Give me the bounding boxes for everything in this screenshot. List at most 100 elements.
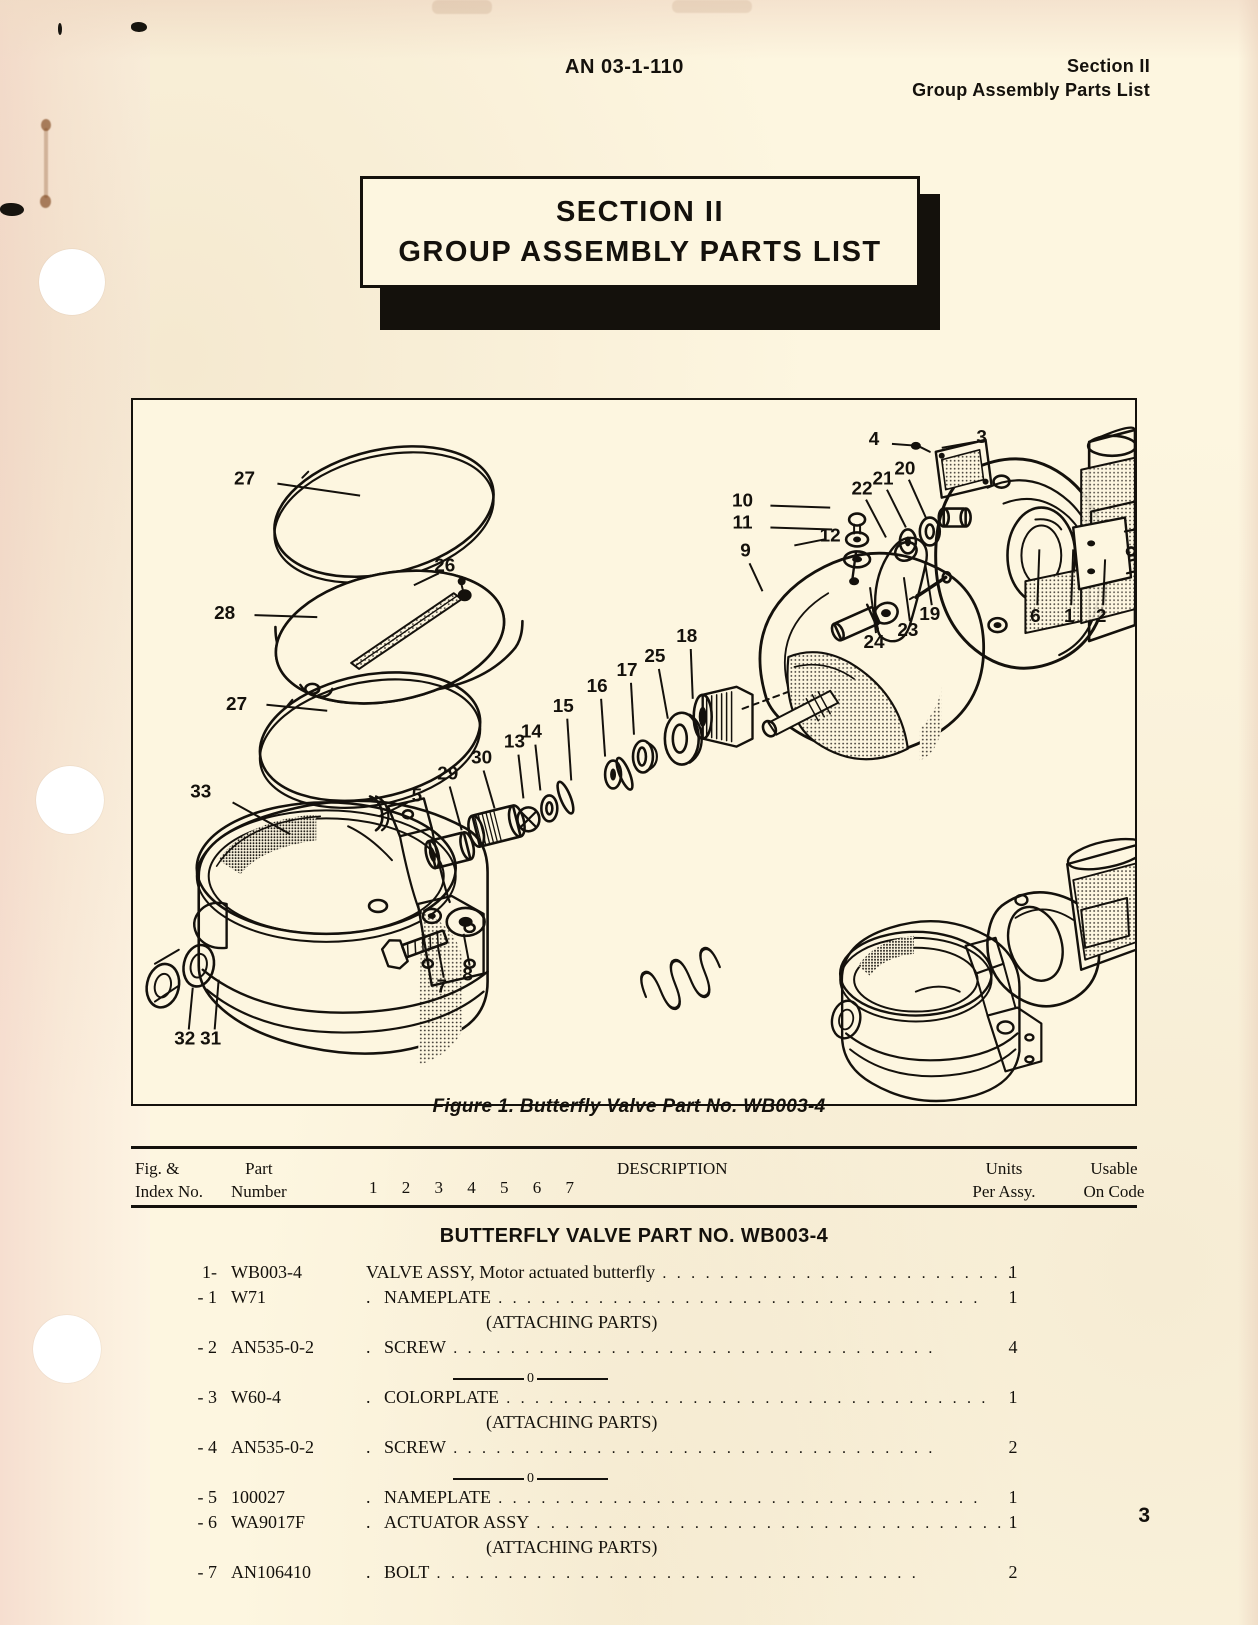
table-top-rule: [131, 1146, 1137, 1149]
cell-units-per-assy: 1: [1008, 1387, 1018, 1407]
callout-leader-line: [1102, 559, 1107, 606]
callout-leader-line: [1036, 549, 1041, 606]
table-header-rule: [131, 1205, 1137, 1208]
note-text: (ATTACHING PARTS): [486, 1412, 658, 1432]
separator-mark: 0: [453, 1372, 608, 1386]
cell-part-number: W60-4: [231, 1387, 281, 1407]
figure-caption: Figure 1. Butterfly Valve Part No. WB003…: [432, 1096, 826, 1117]
col-header-part-number: Part Number: [231, 1159, 287, 1202]
figure-callout-7: 7: [436, 977, 447, 998]
callout-leader-line: [378, 801, 409, 818]
callout-leader-line: [657, 668, 669, 719]
cell-units-per-assy: 1: [1008, 1287, 1018, 1307]
callout-leader-line: [232, 801, 291, 836]
cell-description: VALVE ASSY, Motor actuated butterfly . .…: [366, 1262, 1017, 1282]
col-header-usable-on-code: Usable On Code: [1083, 1159, 1145, 1202]
figure-callout-29: 29: [437, 763, 458, 784]
col-header-units-per-assy: Units Per Assy.: [972, 1159, 1036, 1202]
cell-description: . NAMEPLATE . . . . . . . . . . . . . . …: [366, 1287, 981, 1307]
page-number: 3: [1138, 1504, 1150, 1527]
banner-box: SECTION II GROUP ASSEMBLY PARTS LIST: [360, 176, 920, 288]
scan-smudge-top-right: [672, 0, 752, 13]
banner-line-2: GROUP ASSEMBLY PARTS LIST: [398, 235, 882, 268]
banner-line-1: SECTION II: [555, 195, 725, 228]
figure-callout-22: 22: [852, 479, 873, 500]
exploded-view-illustration: 2728272633529301314151617251891011122221…: [145, 426, 1135, 1103]
cell-description: . SCREW . . . . . . . . . . . . . . . . …: [366, 1437, 936, 1457]
note-text: (ATTACHING PARTS): [486, 1312, 658, 1332]
cell-units-per-assy: 4: [1008, 1337, 1018, 1357]
figure-callout-20: 20: [894, 459, 915, 480]
cell-description: . NAMEPLATE . . . . . . . . . . . . . . …: [366, 1487, 981, 1507]
callout-leader-line: [413, 572, 440, 587]
callout-leader-line: [923, 561, 933, 606]
callout-leader-line: [448, 786, 463, 831]
callout-leader-line: [187, 987, 194, 1030]
callout-leader-line: [600, 698, 607, 757]
callout-leader-line: [266, 703, 328, 712]
callout-leader-line: [748, 562, 764, 592]
callout-leader-line: [213, 979, 220, 1030]
figure-callout-21: 21: [872, 469, 893, 490]
callout-leader-line: [770, 504, 831, 509]
figure-callout-8: 8: [462, 965, 473, 986]
figure-callout-33: 33: [190, 781, 211, 802]
cell-part-number: 100027: [231, 1487, 285, 1507]
figure-callout-13: 13: [504, 732, 525, 753]
cell-fig-index: - 3: [197, 1387, 218, 1407]
cell-fig-index: - 4: [197, 1437, 218, 1457]
callout-leader-line: [869, 587, 877, 634]
hole-punch-bottom: [33, 1315, 101, 1383]
scan-blot-top-a: [58, 23, 62, 35]
table-row: - 5 100027 . NAMEPLATE . . . . . . . . . .…: [131, 1487, 1137, 1512]
figure-callout-27: 27: [234, 469, 255, 490]
callout-leader-line: [689, 648, 694, 699]
attaching-parts-note: (ATTACHING PARTS): [131, 1312, 1137, 1337]
col-header-description: DESCRIPTION: [617, 1159, 728, 1178]
callout-leader-line: [891, 442, 918, 447]
callout-leader-line: [907, 479, 927, 518]
figure-callout-23: 23: [897, 620, 918, 641]
figure-callout-1: 1: [1064, 606, 1075, 627]
callout-leader-line: [794, 538, 825, 547]
table-header-row: Fig. & Index No. Part Number DESCRIPTION…: [131, 1149, 1144, 1205]
cell-part-number: AN535-0-2: [231, 1337, 314, 1357]
cell-fig-index: - 6: [197, 1512, 218, 1532]
callout-leader-line: [630, 682, 635, 735]
figure-callout-10: 10: [732, 491, 753, 512]
paper-top-tint: [0, 0, 1258, 60]
figure-callout-31: 31: [200, 1028, 221, 1049]
group-separator: 0: [131, 1462, 1137, 1487]
figure-callout-3: 3: [976, 427, 987, 448]
callout-leader-line: [886, 489, 907, 528]
figure-callout-30: 30: [471, 748, 492, 769]
figure-callout-6: 6: [1030, 606, 1041, 627]
figure-callout-32: 32: [174, 1028, 195, 1049]
figure-callout-24: 24: [864, 632, 886, 653]
header-section-block: Section II Group Assembly Parts List: [912, 54, 1150, 103]
cell-fig-index: - 1: [197, 1287, 218, 1307]
cell-units-per-assy: 2: [1008, 1437, 1018, 1457]
figure-callout-14: 14: [521, 722, 543, 743]
section-banner: SECTION II GROUP ASSEMBLY PARTS LIST: [360, 176, 940, 330]
callout-leader-line: [462, 933, 471, 966]
col-header-fig-index: Fig. & Index No.: [135, 1159, 203, 1202]
cell-fig-index: - 5: [197, 1487, 218, 1507]
callout-leader-line: [517, 754, 525, 799]
cell-fig-index: - 2: [197, 1337, 218, 1357]
callout-leader-line: [865, 499, 887, 538]
scan-smudge-top-center: [432, 0, 492, 14]
rust-streak: [44, 128, 48, 198]
callout-leader-line: [436, 945, 445, 978]
callout-leader-line: [254, 614, 318, 619]
col-header-indent-numbers: 1 2 3 4 5 6 7: [369, 1178, 584, 1197]
cell-part-number: AN106410: [231, 1562, 311, 1582]
cell-part-number: AN535-0-2: [231, 1437, 314, 1457]
figure-callout-5: 5: [412, 785, 423, 806]
